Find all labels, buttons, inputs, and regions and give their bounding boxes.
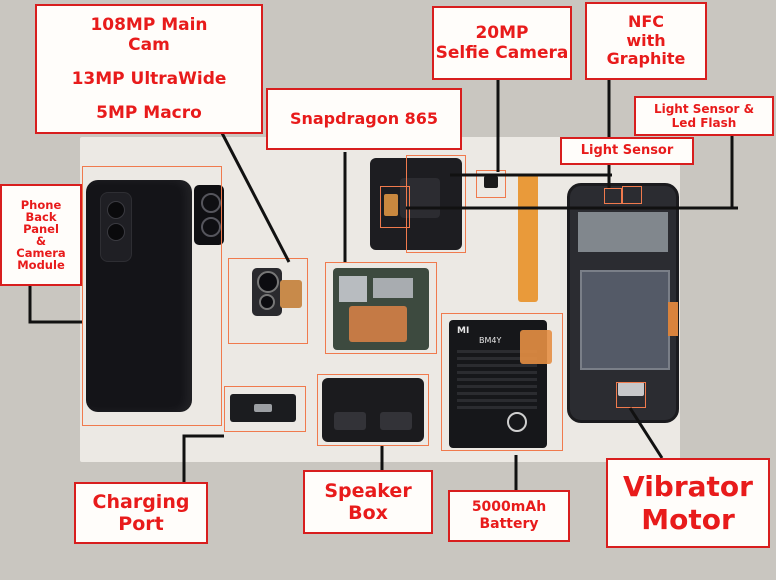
highlight-battery xyxy=(441,313,563,451)
front-frame-orange-tape xyxy=(668,302,678,336)
charging-port-connector xyxy=(254,404,272,412)
label-battery: 5000mAh Battery xyxy=(448,490,570,542)
highlight-motherboard xyxy=(325,262,437,354)
rear-camera-module xyxy=(252,268,282,316)
rear-lens-main xyxy=(257,271,279,293)
motherboard-shield-2 xyxy=(373,278,413,298)
leader-vibrator xyxy=(628,407,664,459)
front-frame-battery-bay xyxy=(580,270,670,370)
motherboard-copper-plate xyxy=(349,306,407,342)
highlight-speaker-box xyxy=(317,374,429,446)
motherboard xyxy=(333,268,429,350)
highlight-top-bracket xyxy=(406,155,466,253)
camera-glass-module xyxy=(194,185,224,245)
motherboard-shield-1 xyxy=(339,276,367,302)
highlight-light-sensor xyxy=(604,188,622,204)
label-camera-specs: 108MP Main Cam 13MP UltraWide 5MP Macro xyxy=(35,4,263,134)
label-back-panel: Phone Back Panel & Camera Module xyxy=(0,184,82,286)
label-nfc: NFC with Graphite xyxy=(585,2,707,80)
selfie-camera xyxy=(484,176,498,188)
camera-glass-ring-2 xyxy=(201,217,221,237)
label-macro: 5MP Macro xyxy=(96,103,202,124)
speaker-box xyxy=(322,378,424,442)
leader-main-cam xyxy=(220,132,291,263)
camera-lens-cutout-1 xyxy=(107,201,125,219)
speaker-grille-2 xyxy=(380,412,412,430)
label-charging-port: Charging Port xyxy=(74,482,208,544)
label-ultrawide: 13MP UltraWide xyxy=(71,69,227,89)
label-main-cam: 108MP Main Cam xyxy=(90,14,208,55)
camera-flex-cable xyxy=(280,280,302,308)
battery-flex-cable xyxy=(520,330,552,364)
battery-recycle-icon xyxy=(507,412,527,432)
phone-back-panel xyxy=(86,180,192,412)
highlight-selfie-camera xyxy=(476,170,506,198)
label-selfie-camera: 20MP Selfie Camera xyxy=(432,6,572,80)
bracket-foam xyxy=(384,194,398,216)
label-vibrator-motor: Vibrator Motor xyxy=(606,458,770,548)
battery-brand: MI xyxy=(457,326,470,336)
label-light-sensor: Light Sensor xyxy=(560,137,694,165)
speaker-grille xyxy=(334,412,366,430)
label-light-sensor-led: Light Sensor & Led Flash xyxy=(634,96,774,136)
orange-flex-cable xyxy=(518,174,538,302)
front-frame-glass xyxy=(578,212,668,252)
label-speaker-box: Speaker Box xyxy=(303,470,433,534)
highlight-charging-port xyxy=(224,386,306,432)
highlight-back-panel xyxy=(82,166,222,426)
front-frame-vibrator-area xyxy=(618,382,644,396)
rear-lens-ultrawide xyxy=(259,294,275,310)
charging-port-board xyxy=(230,394,296,422)
leader-back-panel xyxy=(28,286,82,324)
label-snapdragon: Snapdragon 865 xyxy=(266,88,462,150)
leader-charging xyxy=(182,434,224,482)
back-panel-camera-window xyxy=(100,192,132,262)
battery-model: BM4Y xyxy=(479,336,502,345)
camera-glass-ring-1 xyxy=(201,193,221,213)
camera-lens-cutout-2 xyxy=(107,223,125,241)
highlight-rear-camera xyxy=(228,258,308,344)
phone-front-frame xyxy=(567,183,679,423)
highlight-led-flash xyxy=(622,186,642,204)
